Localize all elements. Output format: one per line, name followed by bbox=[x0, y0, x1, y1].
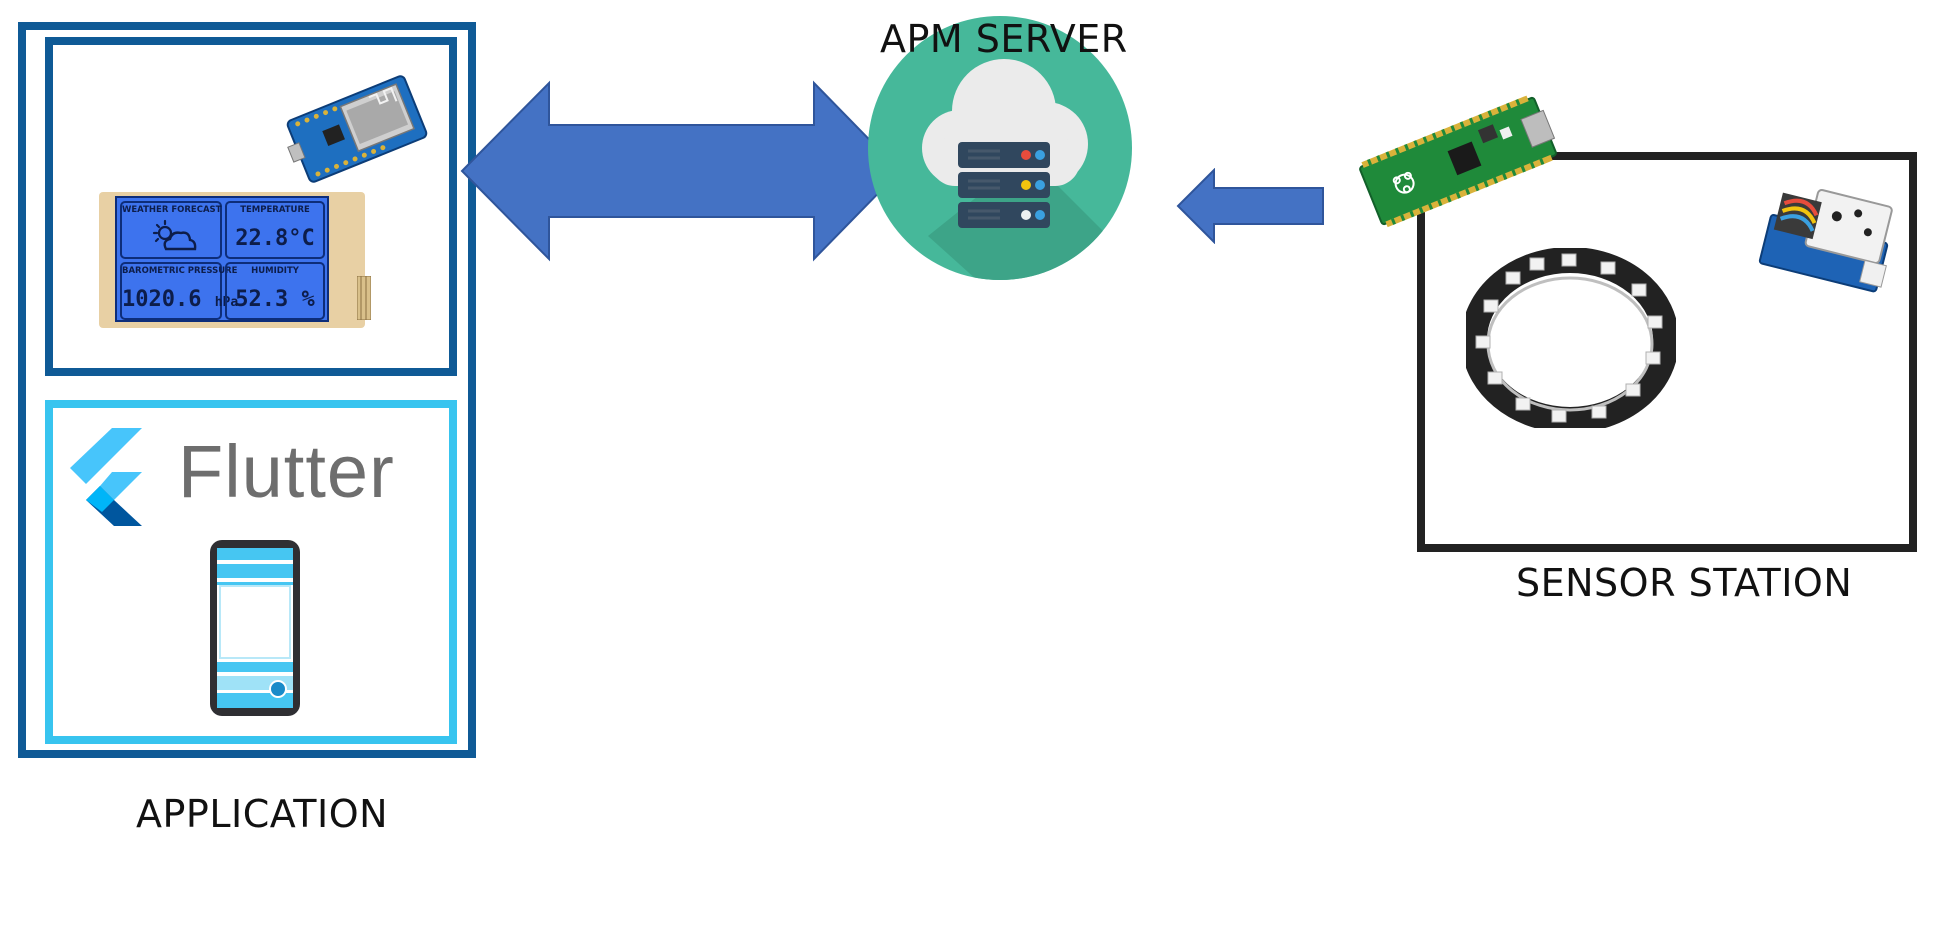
server-label: APM SERVER bbox=[880, 17, 1128, 61]
pressure-reading: 1020.6 hPa bbox=[122, 287, 238, 312]
pressure-title: BAROMETRIC PRESSURE bbox=[122, 266, 238, 276]
cloud-server-icon bbox=[868, 16, 1132, 280]
lcd-display-icon: WEATHER FORECAST TEMPERATURE 22.8°C BARO… bbox=[99, 192, 371, 328]
forecast-title: WEATHER FORECAST bbox=[122, 205, 222, 215]
flutter-wordmark: Flutter bbox=[178, 430, 395, 513]
temperature-title: TEMPERATURE bbox=[240, 205, 310, 215]
left-arrow-connector bbox=[1176, 168, 1324, 244]
temperature-value: 22.8°C bbox=[235, 226, 315, 251]
humidity-title: HUMIDITY bbox=[251, 266, 299, 276]
pressure-cell: BAROMETRIC PRESSURE 1020.6 hPa bbox=[120, 262, 238, 320]
sensor-station-label: SENSOR STATION bbox=[1516, 561, 1853, 605]
flutter-logo-icon bbox=[70, 428, 142, 526]
humidity-value: 52.3 % bbox=[235, 287, 315, 312]
application-frame bbox=[18, 22, 476, 758]
double-arrow-connector bbox=[460, 80, 900, 262]
wemos-board-icon bbox=[286, 75, 428, 183]
application-label: APPLICATION bbox=[136, 792, 389, 836]
ribbon-cable-icon bbox=[357, 276, 371, 320]
dust-sensor-icon bbox=[1758, 189, 1893, 293]
lcd-screen: WEATHER FORECAST TEMPERATURE 22.8°C BARO… bbox=[115, 196, 329, 322]
sensor-station-frame bbox=[1417, 152, 1917, 552]
partly-cloudy-icon bbox=[152, 219, 197, 251]
flutter-app-frame bbox=[45, 400, 457, 744]
phone-icon bbox=[210, 540, 300, 716]
pressure-value: 1020.6 bbox=[122, 287, 202, 312]
hardware-display-frame bbox=[45, 37, 457, 376]
forecast-cell: WEATHER FORECAST bbox=[120, 201, 222, 259]
raspberry-pi-pico-icon bbox=[1359, 95, 1557, 228]
temperature-cell: TEMPERATURE 22.8°C bbox=[225, 201, 325, 259]
humidity-cell: HUMIDITY 52.3 % bbox=[225, 262, 325, 320]
led-ring-icon bbox=[1466, 248, 1676, 428]
